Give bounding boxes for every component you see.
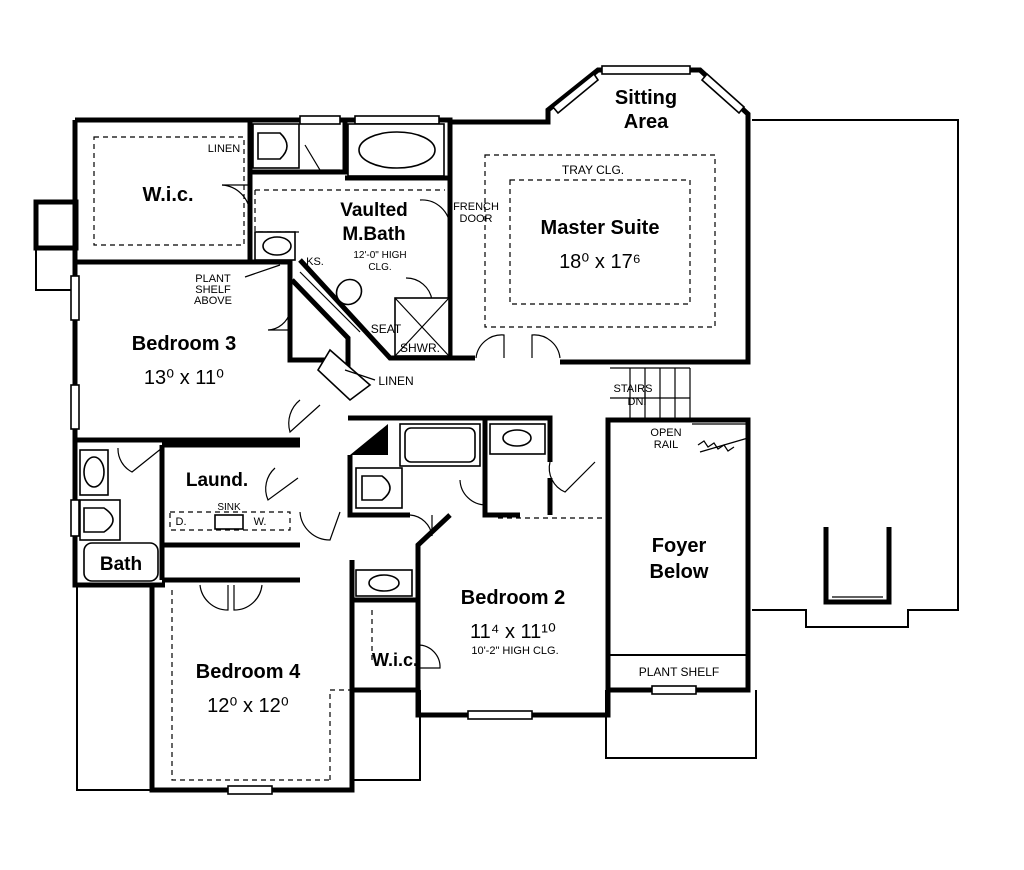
bedroom4-dims: 12⁰ x 12⁰	[207, 695, 289, 717]
room-labels: Sitting Area TRAY CLG. Master Suite 18⁰ …	[100, 87, 719, 717]
laundry-dryer-label: D.	[176, 516, 187, 528]
fixtures	[79, 123, 749, 597]
stairs-label-line1: STAIRS	[614, 383, 653, 395]
plant-shelf-above-line1: PLANT	[195, 273, 231, 285]
vaulted-bath-label-line1: Vaulted	[340, 200, 408, 221]
dashed-lines	[93, 136, 716, 781]
doors	[117, 144, 596, 669]
laundry-washer-label: W.	[254, 516, 267, 528]
french-door-label-line2: DOOR	[460, 213, 493, 225]
french-door-label-line1: FRENCH	[453, 201, 499, 213]
bedroom4-label: Bedroom 4	[196, 661, 301, 683]
laundry-label: Laund.	[186, 470, 248, 491]
stairs-label-line2: DN.	[628, 396, 647, 408]
foyer-label-line2: Below	[650, 561, 709, 583]
wic-bed2-label: W.i.c.	[372, 650, 418, 670]
vaulted-bath-note-line1: 12'-0" HIGH	[353, 250, 406, 261]
bedroom2-ceiling-note: 10'-2" HIGH CLG.	[471, 645, 558, 657]
wic-master-label: W.i.c.	[142, 184, 193, 206]
vaulted-bath-note-line2: CLG.	[368, 262, 391, 273]
bath-label: Bath	[100, 554, 142, 575]
master-suite-dims: 18⁰ x 17⁶	[559, 251, 641, 273]
bedroom2-label: Bedroom 2	[461, 587, 565, 609]
bedroom3-dims: 13⁰ x 11⁰	[144, 367, 224, 389]
ks-label: KS.	[306, 256, 324, 268]
open-rail-label-line2: RAIL	[654, 439, 678, 451]
plant-shelf-above-line2: SHELF	[195, 284, 231, 296]
open-rail-label-line1: OPEN	[650, 427, 681, 439]
sitting-area-label-line1: Sitting	[615, 87, 677, 109]
seat-label: SEAT	[371, 322, 402, 336]
exterior-outlines	[33, 119, 959, 791]
foyer-plant-shelf-label: PLANT SHELF	[639, 665, 719, 679]
interior-walls	[75, 120, 748, 693]
shower-label: SHWR.	[400, 341, 440, 355]
master-tray-ceiling-label: TRAY CLG.	[562, 163, 624, 177]
linen-hall-label: LINEN	[378, 374, 413, 388]
vaulted-bath-label-line2: M.Bath	[342, 224, 405, 245]
laundry-sink-label: SINK	[217, 502, 241, 513]
sitting-area-label-line2: Area	[624, 111, 669, 133]
bedroom2-dims: 11⁴ x 11¹⁰	[470, 621, 556, 643]
master-suite-label: Master Suite	[541, 217, 660, 239]
bedroom3-label: Bedroom 3	[132, 333, 236, 355]
plant-shelf-above-line3: ABOVE	[194, 295, 232, 307]
windows	[70, 65, 746, 795]
foyer-label-line1: Foyer	[652, 535, 707, 557]
linen-top-label: LINEN	[208, 143, 240, 155]
